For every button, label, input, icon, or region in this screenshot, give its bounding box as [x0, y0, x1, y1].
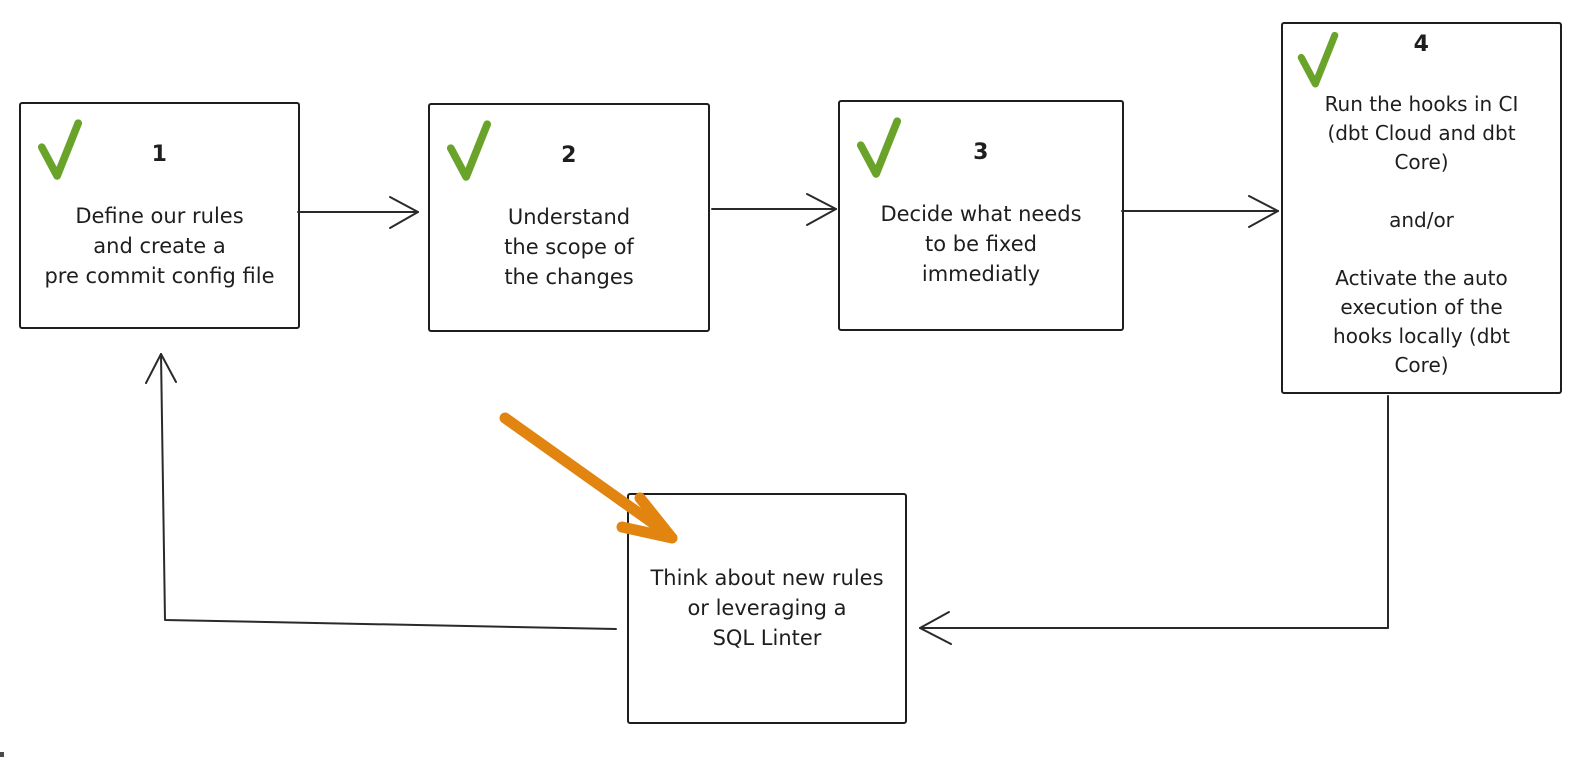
- step-number: 1: [151, 142, 168, 167]
- step-text: Run the hooks in CI (dbt Cloud and dbt C…: [1283, 90, 1560, 380]
- step-text-line: (dbt Cloud and dbt: [1327, 121, 1516, 145]
- feedback-text: Think about new rules or leveraging a SQ…: [629, 563, 905, 653]
- step-number: 4: [1413, 32, 1430, 57]
- feedback-text-line: SQL Linter: [712, 626, 822, 650]
- step-number: 2: [561, 143, 577, 168]
- arrow-step2-to-step3: [711, 193, 837, 226]
- arrow-step1-to-step2: [297, 196, 419, 229]
- step-text-line: the scope of: [504, 235, 634, 259]
- step-box-2: 2 Understand the scope of the changes: [428, 103, 710, 332]
- step-text-line: [1283, 177, 1560, 206]
- step-number: 3: [973, 140, 989, 165]
- step-text-line: immediatly: [921, 262, 1041, 286]
- step-text-line: Decide what needs: [880, 202, 1082, 226]
- step-text-line: execution of the: [1340, 295, 1503, 319]
- arrow-step4-to-feedback: [919, 395, 1389, 645]
- step-text-line: Define our rules: [75, 204, 244, 228]
- feedback-box: Think about new rules or leveraging a SQ…: [627, 493, 907, 724]
- step-text-line: Core): [1394, 150, 1449, 174]
- step-text-line: Activate the auto: [1335, 266, 1508, 290]
- step-text-line: the changes: [504, 265, 634, 289]
- step-text-line: Understand: [507, 205, 631, 229]
- checkmark-icon: [446, 120, 492, 181]
- step-text-line: hooks locally (dbt: [1333, 324, 1510, 348]
- feedback-text-line: Think about new rules: [650, 566, 884, 590]
- arrow-feedback-to-step1: [145, 353, 617, 630]
- step-text: Decide what needs to be fixed immediatly: [840, 199, 1122, 289]
- step-text-line: Run the hooks in CI: [1324, 92, 1519, 116]
- step-text-line: and/or: [1389, 208, 1454, 232]
- checkmark-icon: [856, 117, 902, 178]
- step-text-line: [1283, 235, 1560, 264]
- step-text-line: pre commit config file: [44, 264, 275, 288]
- step-text-line: and create a: [93, 234, 226, 258]
- checkmark-icon: [37, 119, 83, 180]
- step-text: Define our rules and create a pre commit…: [21, 201, 298, 291]
- corner-artifact: [0, 752, 4, 757]
- checkmark-icon: [1297, 31, 1339, 88]
- step-box-4: 4 Run the hooks in CI (dbt Cloud and dbt…: [1281, 22, 1562, 394]
- step-text-line: Core): [1394, 353, 1449, 377]
- step-box-1: 1 Define our rules and create a pre comm…: [19, 102, 300, 329]
- feedback-text-line: or leveraging a: [687, 596, 847, 620]
- step-box-3: 3 Decide what needs to be fixed immediat…: [838, 100, 1124, 331]
- arrow-step3-to-step4: [1121, 195, 1279, 228]
- step-text: Understand the scope of the changes: [430, 202, 708, 292]
- step-text-line: to be fixed: [925, 232, 1037, 256]
